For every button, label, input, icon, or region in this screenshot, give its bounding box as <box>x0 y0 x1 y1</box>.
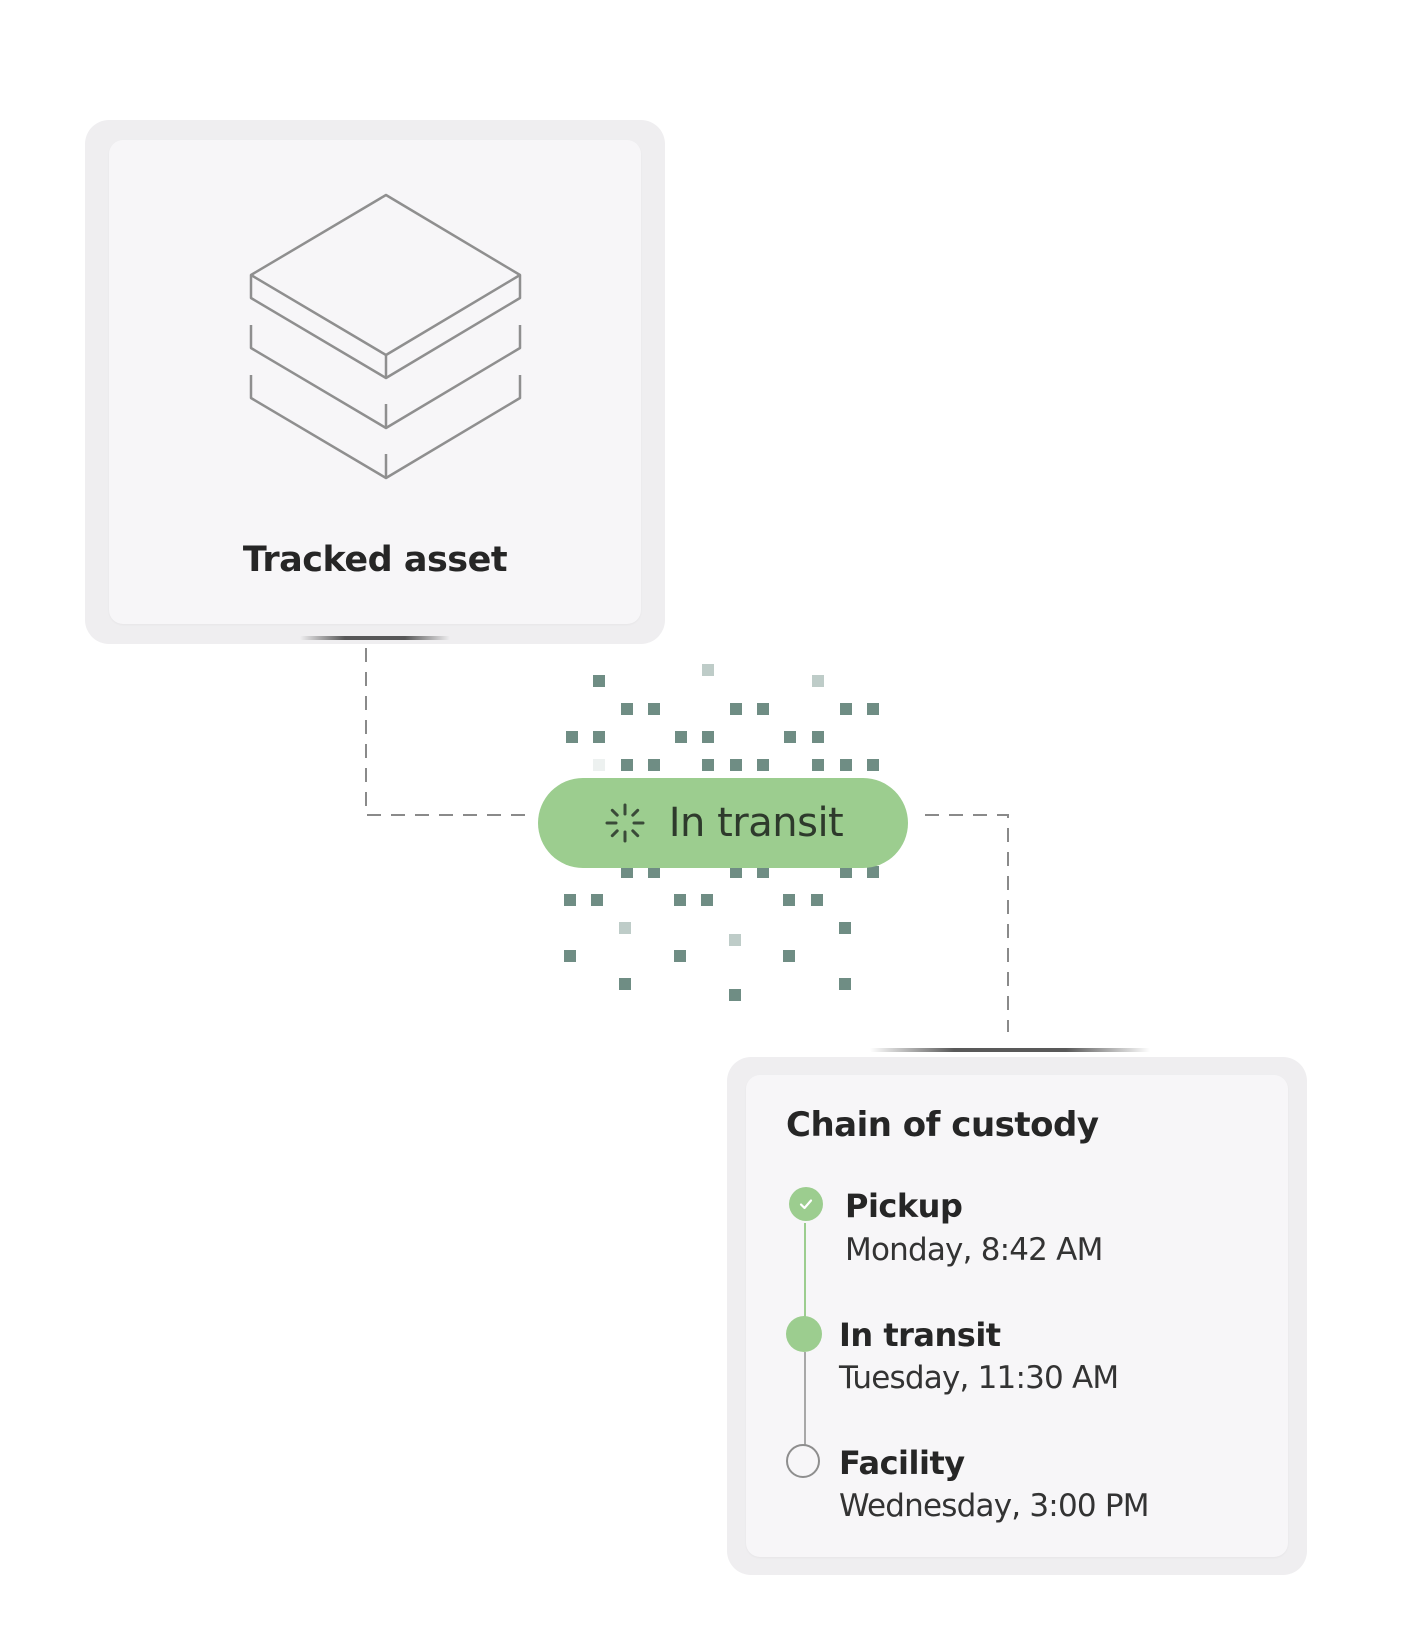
pixel-dot <box>648 703 660 715</box>
pixel-dot <box>812 675 824 687</box>
timeline-connector-completed <box>804 1223 806 1331</box>
timeline-step-time-in-transit: Tuesday, 11:30 AM <box>839 1360 1119 1396</box>
step-pending-circle-icon <box>786 1444 820 1478</box>
connector-asset-to-status <box>365 648 528 816</box>
pixel-dot <box>593 759 605 771</box>
pixel-dot <box>702 759 714 771</box>
timeline-step-label-pickup: Pickup <box>845 1187 963 1225</box>
pixel-dot <box>648 759 660 771</box>
tracked-asset-card-body: Tracked asset <box>109 140 641 624</box>
pixel-dot <box>566 731 578 743</box>
pixel-dot <box>757 759 769 771</box>
in-transit-status-pill[interactable]: In transit <box>538 778 908 868</box>
status-pill-label: In transit <box>668 800 844 846</box>
pixel-dot <box>840 703 852 715</box>
pixel-particle-cluster <box>564 664 879 1001</box>
pixel-dot <box>702 731 714 743</box>
step-current-dot-icon <box>786 1316 822 1352</box>
pixel-dot <box>701 894 713 906</box>
pixel-dot <box>729 934 741 946</box>
pixel-dot <box>839 922 851 934</box>
pixel-dot <box>564 894 576 906</box>
pixel-dot <box>591 894 603 906</box>
pixel-dot <box>867 866 879 878</box>
pixel-dot <box>811 894 823 906</box>
chain-of-custody-card-body: Chain of custody Pickup Monday, 8:42 AM … <box>746 1075 1288 1557</box>
pixel-dot <box>648 866 660 878</box>
pixel-dot <box>783 950 795 962</box>
pixel-dot <box>619 978 631 990</box>
pixel-dot <box>730 759 742 771</box>
pixel-dot <box>839 978 851 990</box>
pixel-dot <box>621 703 633 715</box>
pixel-dot <box>784 731 796 743</box>
pixel-dot <box>812 731 824 743</box>
pixel-dot <box>730 866 742 878</box>
chain-of-custody-card[interactable]: Chain of custody Pickup Monday, 8:42 AM … <box>727 1057 1307 1575</box>
pixel-dot <box>674 894 686 906</box>
chain-of-custody-title: Chain of custody <box>786 1105 1099 1145</box>
connector-status-to-custody <box>925 814 1009 1032</box>
pixel-dot <box>757 866 769 878</box>
pixel-dot <box>593 675 605 687</box>
pixel-dot <box>840 866 852 878</box>
timeline-step-label-facility: Facility <box>839 1444 965 1482</box>
step-completed-check-icon <box>789 1187 823 1221</box>
pixel-dot <box>783 894 795 906</box>
pixel-dot <box>867 759 879 771</box>
pixel-dot <box>867 703 879 715</box>
pixel-dot <box>730 703 742 715</box>
pixel-dot <box>757 703 769 715</box>
pixel-dot <box>619 922 631 934</box>
tracked-asset-title: Tracked asset <box>242 540 508 580</box>
custody-card-edge-shadow <box>870 1048 1150 1052</box>
pixel-dot <box>702 664 714 676</box>
tracked-asset-card[interactable]: Tracked asset <box>85 120 665 644</box>
timeline-connector-pending <box>804 1352 806 1456</box>
pixel-dot <box>729 989 741 1001</box>
stacked-layers-icon <box>249 193 522 480</box>
loading-spinner-icon <box>605 803 645 843</box>
pixel-dot <box>621 759 633 771</box>
timeline-step-time-facility: Wednesday, 3:00 PM <box>839 1488 1150 1524</box>
pixel-dot <box>564 950 576 962</box>
pixel-dot <box>621 866 633 878</box>
pixel-dot <box>812 759 824 771</box>
check-icon <box>799 1199 813 1210</box>
timeline-step-label-in-transit: In transit <box>839 1316 1001 1354</box>
pixel-dot <box>840 759 852 771</box>
pixel-dot <box>674 950 686 962</box>
timeline-step-time-pickup: Monday, 8:42 AM <box>845 1232 1103 1268</box>
pixel-dot <box>675 731 687 743</box>
pixel-dot <box>593 731 605 743</box>
asset-card-edge-shadow <box>300 636 450 640</box>
